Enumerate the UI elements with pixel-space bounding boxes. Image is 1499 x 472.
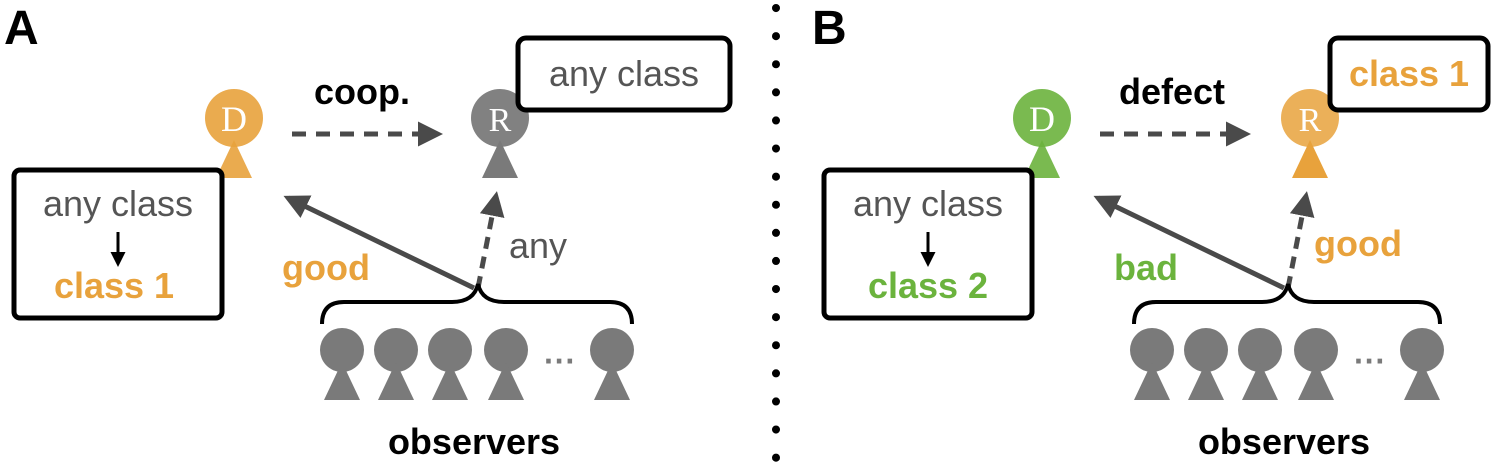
recipient-body-icon [1292,140,1328,178]
panel-b-label: B [812,2,847,55]
observer-ellipsis: ··· [544,343,576,379]
observer-icon [1294,328,1338,400]
donor-head-icon [205,89,263,147]
panel-a-label: A [4,2,39,55]
donor-class-to: class 1 [54,265,174,306]
donor-body-icon [216,140,252,178]
observers-label: observers [1198,421,1370,462]
observers-brace [320,283,634,325]
donor-agent: D [1013,89,1071,178]
observers-label: observers [388,421,560,462]
observer-group: ··· [320,328,634,400]
observer-icon [428,328,472,400]
donor-letter: D [221,99,247,139]
donor-class-from: any class [43,183,193,224]
observer-icon [484,328,528,400]
donor-assessment-arrow [283,195,476,291]
observer-icon [1400,328,1444,400]
recipient-head-icon [1281,89,1339,147]
recipient-agent: R [471,89,529,178]
recipient-assessment-label: any [509,225,567,266]
observer-icon [590,328,634,400]
panel-b: B D R defect class 1 any class class 2 b… [812,2,1491,462]
observers-brace [1132,283,1442,325]
donor-assessment-arrow [1093,195,1286,291]
donor-head-icon [1013,89,1071,147]
recipient-class-label: any class [549,53,699,94]
observer-icon [320,328,364,400]
observer-ellipsis: ··· [1354,343,1386,379]
action-label: coop. [314,71,410,112]
recipient-assessment-label: good [1314,223,1402,264]
donor-agent: D [205,89,263,178]
recipient-agent: R [1281,89,1339,178]
donor-assessment-label: good [282,247,370,288]
recipient-class-box [1327,35,1491,113]
recipient-class-label: class 1 [1349,53,1469,94]
donor-letter: D [1029,99,1055,139]
action-label: defect [1119,71,1225,112]
observer-icon [374,328,418,400]
recipient-class-box [515,35,733,113]
donor-class-to: class 2 [868,265,988,306]
donor-body-icon [1024,140,1060,178]
donor-class-from: any class [853,183,1003,224]
observer-icon [1130,328,1174,400]
recipient-head-icon [471,89,529,147]
recipient-letter: R [489,102,512,139]
recipient-assessment-arrow [475,191,505,289]
recipient-assessment-arrow [1285,191,1315,289]
observer-icon [1238,328,1282,400]
recipient-letter: R [1299,102,1322,139]
observer-group: ··· [1130,328,1444,400]
observer-icon [1184,328,1228,400]
recipient-body-icon [482,140,518,178]
panel-a: A D R coop. any class any class class 1 … [4,2,733,462]
donor-assessment-label: bad [1114,247,1178,288]
